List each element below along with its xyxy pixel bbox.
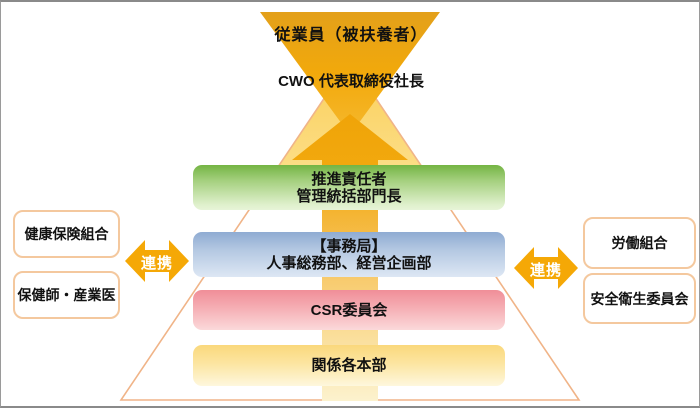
level-secretariat: 【事務局】 人事総務部、経営企画部 bbox=[193, 232, 505, 277]
level-related-divisions: 関係各本部 bbox=[193, 345, 505, 386]
cwo-label: CWO 代表取締役社長 bbox=[271, 73, 431, 90]
health-insurance-label: 健康保険組合 bbox=[24, 226, 109, 242]
link-arrow-left bbox=[125, 240, 189, 282]
nurse-physician-box: 保健師・産業医 bbox=[13, 271, 120, 319]
level-line1: CSR委員会 bbox=[310, 301, 388, 319]
nurse-physician-label: 保健師・産業医 bbox=[17, 287, 116, 303]
cwo-subtitle: 代表取締役社長 bbox=[318, 73, 424, 90]
employees-triangle bbox=[260, 12, 440, 135]
level-line1: 推進責任者 bbox=[311, 170, 387, 188]
labor-union-label: 労働組合 bbox=[611, 235, 668, 251]
level-promotion-lead: 推進責任者 管理統括部門長 bbox=[193, 165, 505, 210]
level-line2: 管理統括部門長 bbox=[296, 187, 402, 205]
labor-union-box: 労働組合 bbox=[583, 217, 696, 269]
link-arrow-right bbox=[514, 247, 578, 289]
cwo-title: CWO bbox=[278, 73, 315, 90]
link-label-right: 連携 bbox=[529, 262, 562, 279]
link-label-left: 連携 bbox=[140, 255, 173, 272]
health-insurance-box: 健康保険組合 bbox=[13, 210, 120, 258]
employees-label: 従業員（被扶養者） bbox=[274, 27, 428, 44]
safety-committee-label: 安全衛生委員会 bbox=[590, 290, 689, 307]
level-line2: 人事総務部、経営企画部 bbox=[266, 254, 432, 272]
safety-committee-box: 安全衛生委員会 bbox=[583, 273, 696, 324]
level-line1: 関係各本部 bbox=[311, 357, 387, 374]
level-line1: 【事務局】 bbox=[311, 237, 387, 255]
level-csr-committee: CSR委員会 bbox=[193, 290, 505, 330]
